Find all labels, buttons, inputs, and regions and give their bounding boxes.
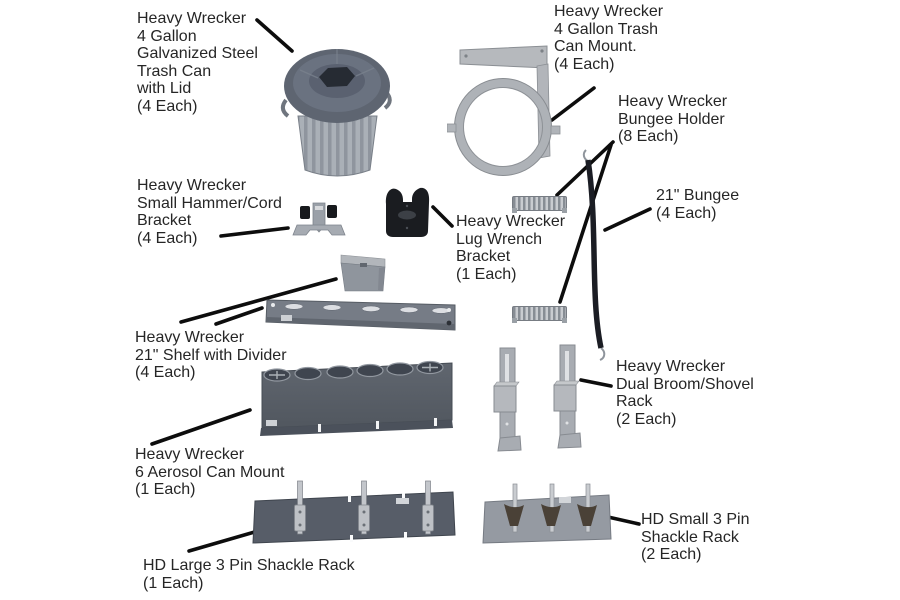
leader-hammer-cord-bracket <box>219 226 290 238</box>
label-trash-can-mount: Heavy Wrecker 4 Gallon Trash Can Mount. … <box>554 3 664 73</box>
leader-lug-wrench-bracket <box>431 205 454 228</box>
label-bungee-holder: Heavy Wrecker Bungee Holder (8 Each) <box>618 93 728 145</box>
bungee-cord <box>585 159 604 349</box>
label-hammer-cord-bracket: Heavy Wrecker Small Hammer/Cord Bracket … <box>137 177 282 247</box>
leader-divider <box>179 277 338 324</box>
label-aerosol-can-mount: Heavy Wrecker 6 Aerosol Can Mount (1 Eac… <box>135 446 285 498</box>
trash-can-body <box>297 115 378 177</box>
hammer-cord-bracket-image <box>292 202 346 236</box>
label-shelf-with-divider: Heavy Wrecker 21" Shelf with Divider (4 … <box>135 329 287 381</box>
bungee-hook-top <box>582 149 589 162</box>
leader-aerosol-can-mount <box>150 408 252 446</box>
leader-bungee-holder-1 <box>555 140 615 197</box>
leader-trash-can-mount <box>550 86 596 122</box>
small-shackle-rack-image <box>482 483 612 544</box>
aerosol-can-mount-image <box>260 360 453 436</box>
leader-bungee-holder-2 <box>558 143 613 304</box>
trash-can-mount-image <box>447 45 561 176</box>
leader-broom-shovel-rack <box>579 378 613 388</box>
mount-ring <box>454 78 552 176</box>
label-broom-shovel-rack: Heavy Wrecker Dual Broom/Shovel Rack (2 … <box>616 358 754 428</box>
label-large-shackle-rack: HD Large 3 Pin Shackle Rack (1 Each) <box>143 557 355 592</box>
leader-shelf <box>214 306 264 326</box>
label-trash-can: Heavy Wrecker 4 Gallon Galvanized Steel … <box>137 10 258 115</box>
broom-shovel-rack-image-2 <box>553 344 582 449</box>
trash-can-handle-left <box>281 98 290 118</box>
label-small-shackle-rack: HD Small 3 Pin Shackle Rack (2 Each) <box>641 511 750 563</box>
leader-small-shackle-rack <box>606 515 641 526</box>
label-lug-wrench-bracket: Heavy Wrecker Lug Wrench Bracket (1 Each… <box>456 213 566 283</box>
bungee-holder-image-1 <box>512 196 567 213</box>
mount-top-bracket <box>459 45 548 69</box>
bungee-hook-bottom <box>599 347 606 361</box>
large-shackle-pins <box>294 480 434 535</box>
bungee-holder-image-2 <box>512 306 567 323</box>
leader-bungee <box>603 207 652 232</box>
lug-wrench-bracket-image <box>385 187 430 237</box>
aerosol-flange <box>260 420 453 436</box>
large-shackle-rack-image <box>252 480 456 544</box>
shelf-image <box>265 299 456 331</box>
broom-shovel-rack-image-1 <box>493 347 522 452</box>
small-shackle-shackles <box>504 504 597 526</box>
bungee-image <box>582 149 606 361</box>
trash-can-lid-knob <box>319 67 355 87</box>
leader-large-shackle-rack <box>187 529 260 553</box>
trash-can-image <box>281 49 392 177</box>
label-bungee: 21" Bungee (4 Each) <box>656 187 740 222</box>
divider-image <box>340 254 386 292</box>
leader-trash-can <box>255 18 294 53</box>
